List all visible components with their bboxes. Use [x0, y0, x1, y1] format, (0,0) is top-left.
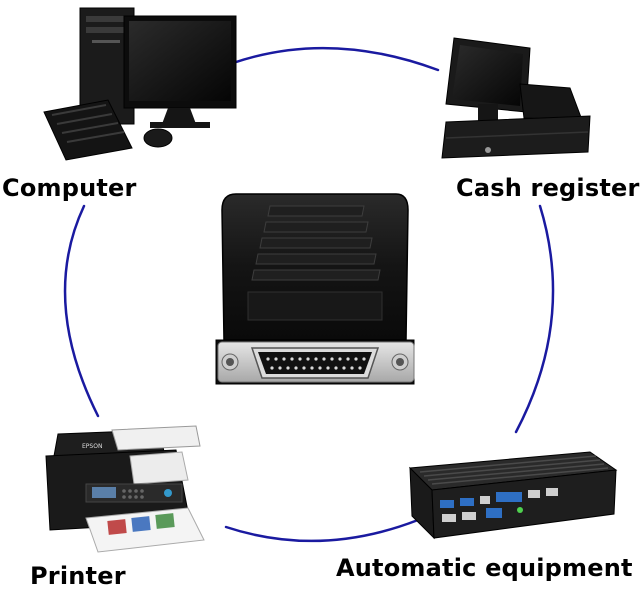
arc-computer-to-cash [231, 46, 440, 72]
adapter-grip-ridges [251, 205, 381, 281]
automatic-equipment-illustration [408, 451, 618, 540]
connection-ring [63, 46, 555, 543]
db25-adapter [215, 193, 415, 385]
arc-printer-to-computer [63, 204, 100, 418]
monitor-screen [129, 21, 231, 101]
label-printer: Printer [30, 562, 126, 590]
printer-illustration: EPSON [45, 425, 205, 553]
io-ports [440, 488, 558, 522]
db25-pins [266, 357, 366, 370]
cash-register-illustration [441, 37, 591, 159]
equipment-io-panel [431, 469, 617, 539]
arc-cash-to-automatic [514, 204, 555, 434]
arc-automatic-to-printer [224, 518, 420, 543]
printer-brand-label: EPSON [82, 443, 102, 450]
receipt-printer [519, 83, 583, 121]
label-cash-register: Cash register [456, 174, 640, 202]
computer-illustration [43, 7, 237, 161]
cash-drawer [441, 115, 591, 159]
mouse [143, 128, 173, 148]
label-computer: Computer [2, 174, 137, 202]
label-automatic-equipment: Automatic equipment [336, 554, 633, 582]
